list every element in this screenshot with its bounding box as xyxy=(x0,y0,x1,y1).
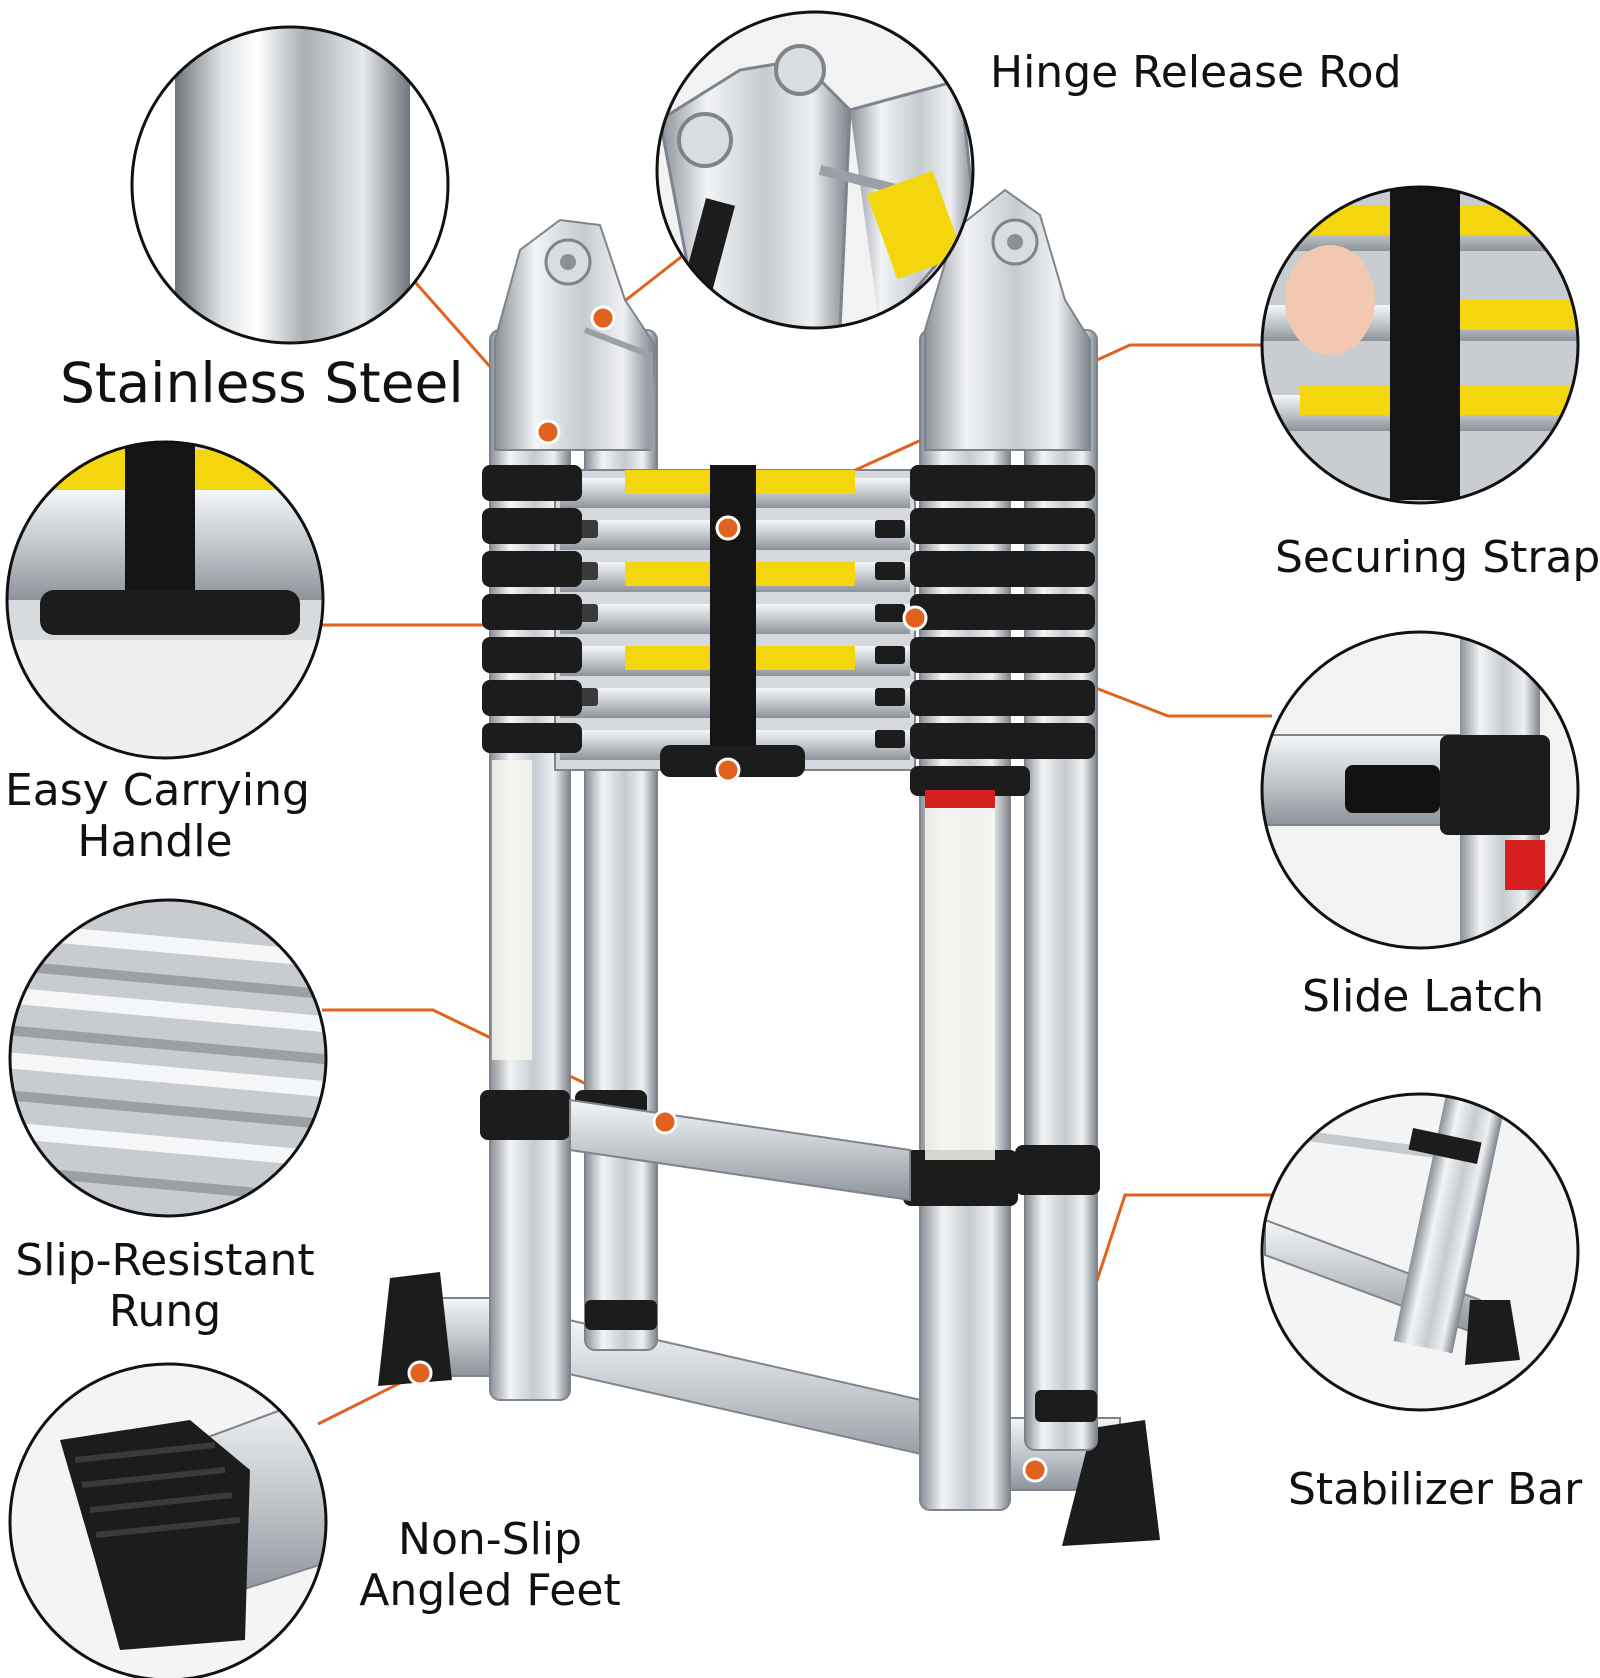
left-hinge xyxy=(494,218,657,451)
folded-rungs xyxy=(554,465,916,777)
detail-carrying-handle xyxy=(5,440,325,760)
detail-non-slip-feet xyxy=(8,1362,328,1678)
label-slide-latch: Slide Latch xyxy=(1302,971,1545,1022)
label-line: Slip-Resistant xyxy=(15,1235,315,1286)
label-securing-strap: Securing Strap xyxy=(1275,532,1600,583)
right-hinge xyxy=(924,188,1091,451)
label-line: Non-Slip xyxy=(398,1514,582,1565)
label-hinge-release-rod: Hinge Release Rod xyxy=(990,47,1402,98)
label-easy-carrying-handle: Easy Carrying Handle xyxy=(5,765,310,867)
label-line: Easy Carrying xyxy=(5,765,310,816)
label-non-slip-angled-feet: Non-Slip Angled Feet xyxy=(350,1514,630,1616)
detail-stainless-steel xyxy=(130,25,450,345)
ladder xyxy=(378,188,1160,1546)
callout-line-strap xyxy=(727,343,1264,530)
callout-dots xyxy=(407,305,1048,1483)
label-stabilizer-bar: Stabilizer Bar xyxy=(1288,1464,1583,1515)
label-line: Angled Feet xyxy=(359,1564,621,1616)
detail-slide-latch xyxy=(1260,630,1580,950)
securing-strap xyxy=(710,465,756,765)
detail-stabilizer-bar xyxy=(1260,1092,1580,1412)
label-line: Rung xyxy=(108,1285,222,1337)
detail-hinge-release-rod xyxy=(655,10,975,330)
label-line: Handle xyxy=(77,815,233,867)
left-foot-rubber xyxy=(378,1272,452,1386)
detail-slip-resistant-rung xyxy=(8,898,328,1218)
right-foot-rubber xyxy=(1062,1420,1160,1546)
callout-lines xyxy=(317,248,1272,1471)
label-slip-resistant-rung: Slip-Resistant Rung xyxy=(10,1235,320,1337)
detail-securing-strap xyxy=(1260,185,1580,505)
label-stainless-steel: Stainless Steel xyxy=(60,351,464,415)
